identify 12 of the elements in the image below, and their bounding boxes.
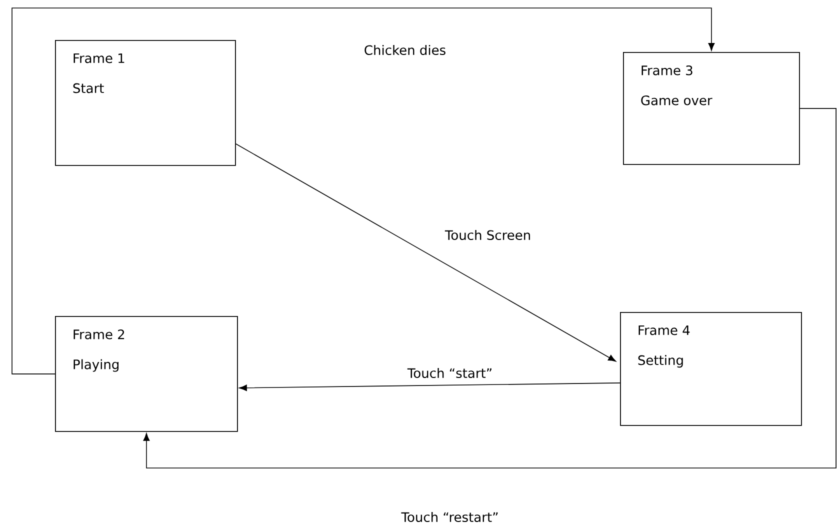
edge-label: Chicken dies: [362, 44, 448, 56]
arrow: [143, 108, 836, 468]
frame-box: Frame 3 Game over: [623, 52, 800, 165]
frame-box: Frame 2 Playing: [55, 316, 238, 432]
arrow: [236, 144, 616, 362]
arrow: [239, 382, 620, 392]
arrow: [12, 8, 715, 374]
edge-label: Touch “start”: [406, 366, 494, 380]
frame-box: Frame 4 Setting: [620, 312, 802, 426]
edge-label: Touch Screen: [444, 228, 532, 242]
edge-label: Touch “restart”: [400, 510, 500, 524]
frame-box: Frame 1 Start: [55, 40, 236, 166]
